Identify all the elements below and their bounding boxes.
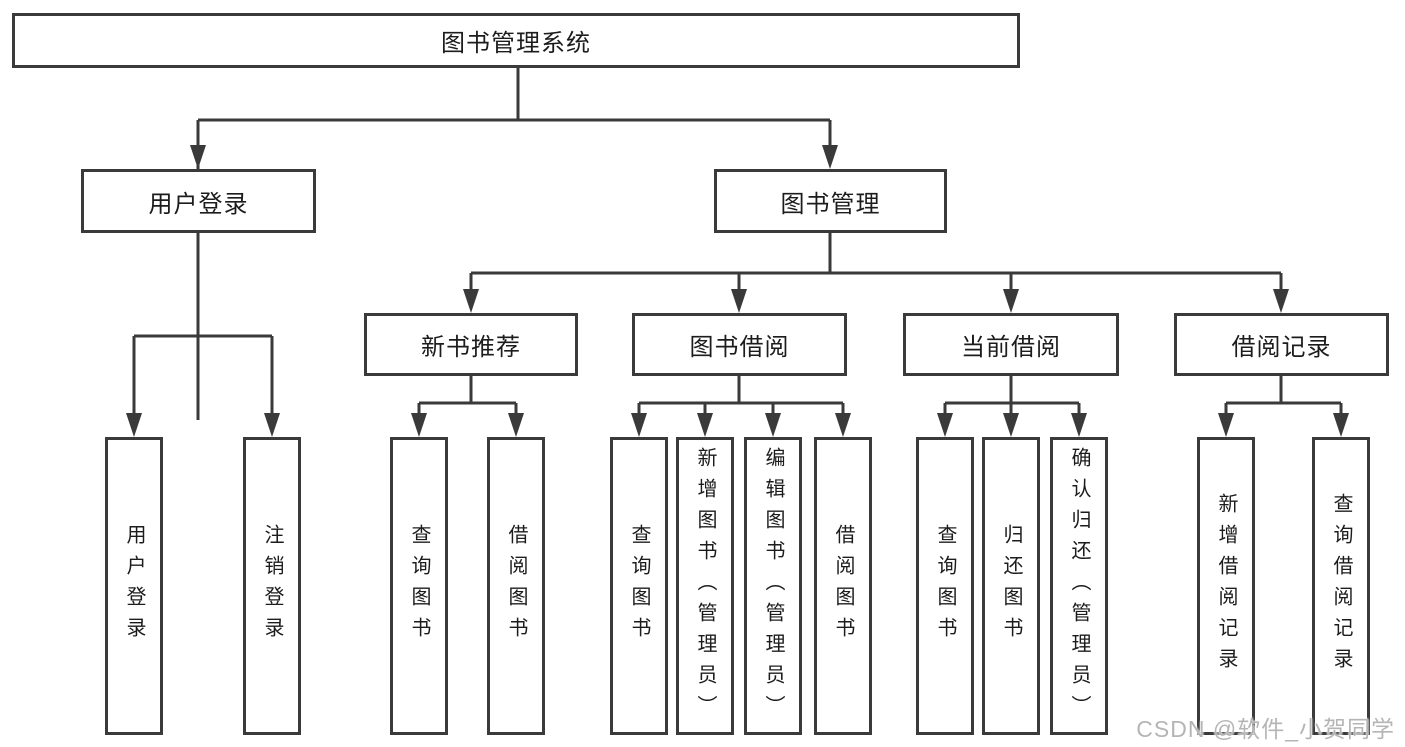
leaf-query-books-current-label: 查询图书 bbox=[934, 524, 956, 648]
arrowhead bbox=[1003, 413, 1019, 437]
leaf-edit-books-admin-label: 编辑图书（管理员） bbox=[762, 446, 784, 726]
leaf-logout-label: 注销登录 bbox=[261, 524, 283, 648]
node-root: 图书管理系统 bbox=[12, 13, 1020, 68]
arrowhead bbox=[765, 413, 781, 437]
leaf-query-borrow-record-label: 查询借阅记录 bbox=[1330, 493, 1352, 679]
leaf-borrow-books-recommend: 借阅图书 bbox=[487, 437, 545, 735]
arrowhead bbox=[1333, 413, 1349, 437]
leaf-return-books-label: 归还图书 bbox=[1000, 524, 1022, 648]
leaf-confirm-return-admin: 确认归还（管理员） bbox=[1050, 437, 1108, 735]
node-new-book-recommend-label: 新书推荐 bbox=[421, 334, 521, 361]
leaf-add-borrow-record-label: 新增借阅记录 bbox=[1215, 493, 1237, 679]
node-book-borrow-label: 图书借阅 bbox=[689, 334, 790, 361]
arrowhead bbox=[822, 145, 838, 169]
arrowhead bbox=[697, 413, 713, 437]
arrowhead bbox=[835, 413, 851, 437]
node-borrow-records-label: 借阅记录 bbox=[1231, 334, 1332, 361]
leaf-add-borrow-record: 新增借阅记录 bbox=[1197, 437, 1255, 735]
arrowhead bbox=[463, 289, 479, 313]
node-new-book-recommend: 新书推荐 bbox=[364, 313, 578, 376]
arrowhead bbox=[190, 145, 206, 169]
leaf-edit-books-admin: 编辑图书（管理员） bbox=[744, 437, 802, 735]
arrowhead bbox=[508, 413, 524, 437]
leaf-logout: 注销登录 bbox=[243, 437, 301, 735]
arrowhead bbox=[1218, 413, 1234, 437]
watermark: CSDN @软件_小贺同学 bbox=[1136, 716, 1395, 742]
leaf-query-books-borrow: 查询图书 bbox=[610, 437, 668, 735]
leaf-query-books-recommend: 查询图书 bbox=[390, 437, 448, 735]
node-borrow-records: 借阅记录 bbox=[1174, 313, 1389, 376]
leaf-return-books: 归还图书 bbox=[982, 437, 1040, 735]
node-current-borrow-label: 当前借阅 bbox=[961, 334, 1061, 361]
node-user-login: 用户登录 bbox=[81, 169, 316, 233]
leaf-query-books-borrow-label: 查询图书 bbox=[628, 524, 650, 648]
leaf-confirm-return-admin-label: 确认归还（管理员） bbox=[1068, 446, 1090, 726]
arrowhead bbox=[126, 413, 142, 437]
arrowhead bbox=[1273, 289, 1289, 313]
node-book-borrow: 图书借阅 bbox=[632, 313, 847, 376]
leaf-add-books-admin-label: 新增图书（管理员） bbox=[694, 446, 716, 726]
leaf-user-login: 用户登录 bbox=[105, 437, 163, 735]
node-root-label: 图书管理系统 bbox=[441, 30, 591, 57]
leaf-query-books-current: 查询图书 bbox=[916, 437, 974, 735]
leaf-user-login-label: 用户登录 bbox=[123, 524, 145, 648]
arrowhead bbox=[1071, 413, 1087, 437]
leaf-borrow-books: 借阅图书 bbox=[814, 437, 872, 735]
node-user-login-label: 用户登录 bbox=[148, 190, 249, 218]
arrowhead bbox=[411, 413, 427, 437]
arrowhead bbox=[731, 289, 747, 313]
arrowhead bbox=[1003, 289, 1019, 313]
node-current-borrow: 当前借阅 bbox=[903, 313, 1119, 376]
node-book-management: 图书管理 bbox=[714, 169, 947, 233]
leaf-add-books-admin: 新增图书（管理员） bbox=[676, 437, 734, 735]
leaf-query-borrow-record: 查询借阅记录 bbox=[1312, 437, 1370, 735]
leaf-query-books-recommend-label: 查询图书 bbox=[408, 524, 430, 648]
arrowhead bbox=[264, 413, 280, 437]
arrowhead bbox=[631, 413, 647, 437]
leaf-borrow-books-recommend-label: 借阅图书 bbox=[505, 524, 527, 648]
node-book-management-label: 图书管理 bbox=[780, 190, 881, 218]
arrowhead bbox=[937, 413, 953, 437]
leaf-borrow-books-label: 借阅图书 bbox=[832, 524, 854, 648]
